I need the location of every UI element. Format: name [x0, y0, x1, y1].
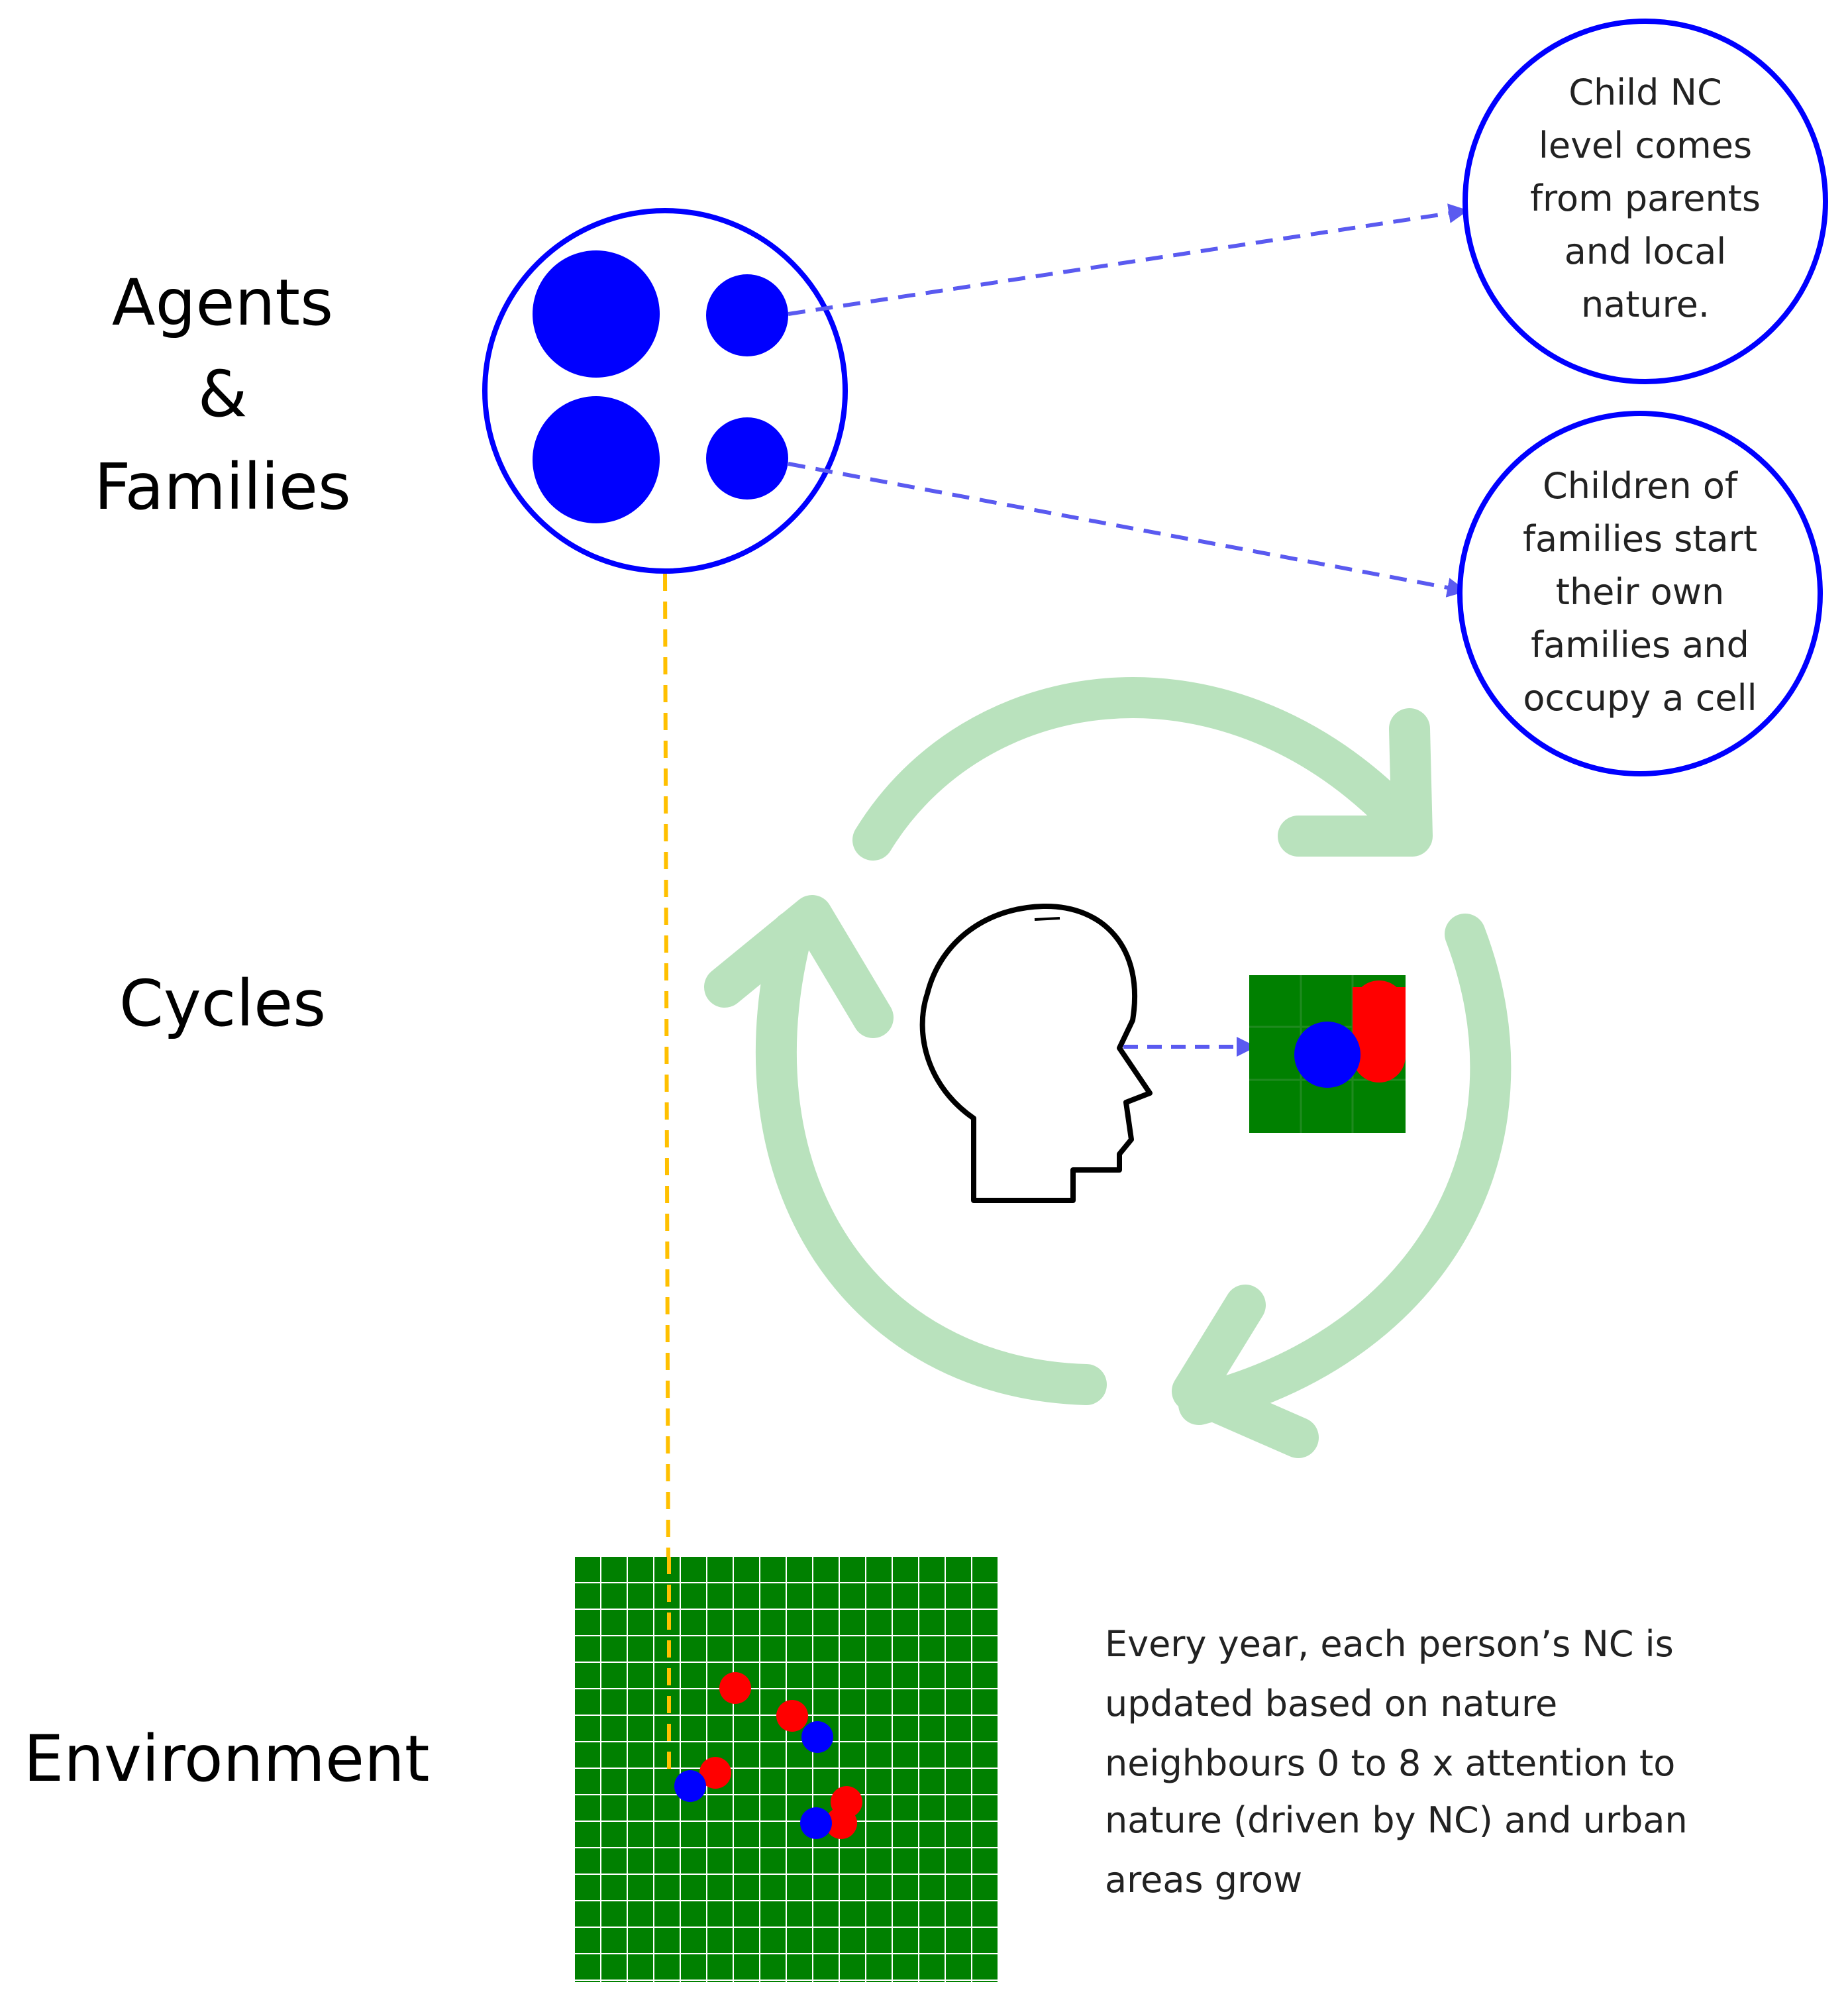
focal-agent — [1294, 1022, 1360, 1088]
connector-to-child-nc — [788, 203, 1468, 316]
environment-note-line: areas grow — [1105, 1859, 1302, 1901]
agent-cell — [800, 1807, 832, 1839]
environment-note: Every year, each person’s NC is updated … — [1105, 1623, 1688, 1901]
callout-child-nc: Child NC level comes from parents and lo… — [1463, 19, 1828, 384]
cycle-arrows-icon — [704, 677, 1512, 1458]
urban-cell — [776, 1700, 808, 1732]
environment-note-line: updated based on nature — [1105, 1683, 1557, 1724]
environment-note-line: Every year, each person’s NC is — [1105, 1623, 1674, 1665]
urban-cell — [699, 1757, 731, 1789]
environment-grid — [575, 1557, 999, 1982]
callout-children-families-line: families and — [1531, 624, 1749, 666]
callout-children-families-line: families start — [1523, 518, 1757, 560]
label-ampersand: & — [198, 357, 248, 431]
agent-cell — [674, 1770, 706, 1802]
callout-child-nc-line: Child NC — [1568, 72, 1721, 113]
child-agent-2 — [706, 417, 788, 500]
callout-children-families-line: Children of — [1543, 465, 1739, 507]
agent-cell — [801, 1721, 833, 1753]
callout-children-families: Children of families start their own fam… — [1457, 411, 1823, 776]
urban-cell — [719, 1672, 751, 1704]
callout-child-nc-line: from parents — [1530, 178, 1761, 219]
callout-child-nc-line: and local — [1565, 231, 1727, 272]
environment-note-line: neighbours 0 to 8 x attention to — [1105, 1742, 1675, 1784]
label-cycles: Cycles — [119, 967, 326, 1041]
label-families: Families — [94, 450, 351, 524]
label-environment: Environment — [24, 1722, 430, 1796]
parent-agent-2 — [533, 396, 660, 523]
parent-agent-1 — [533, 250, 660, 378]
connector-to-children-families — [788, 462, 1467, 598]
urban-cell — [825, 1807, 857, 1839]
cell-neighbourhood — [1249, 975, 1406, 1133]
head-profile-icon — [919, 903, 1153, 1203]
callout-children-families-line: occupy a cell — [1523, 677, 1757, 719]
environment-note-line: nature (driven by NC) and urban — [1105, 1799, 1688, 1841]
callout-child-nc-line: nature. — [1581, 284, 1710, 325]
label-agents: Agents — [112, 266, 333, 340]
callout-children-families-line: their own — [1556, 571, 1724, 613]
callout-child-nc-line: level comes — [1539, 125, 1752, 166]
agents-to-environment-connector — [658, 573, 679, 1777]
agents-families-group — [482, 208, 848, 574]
child-agent-1 — [706, 274, 788, 356]
